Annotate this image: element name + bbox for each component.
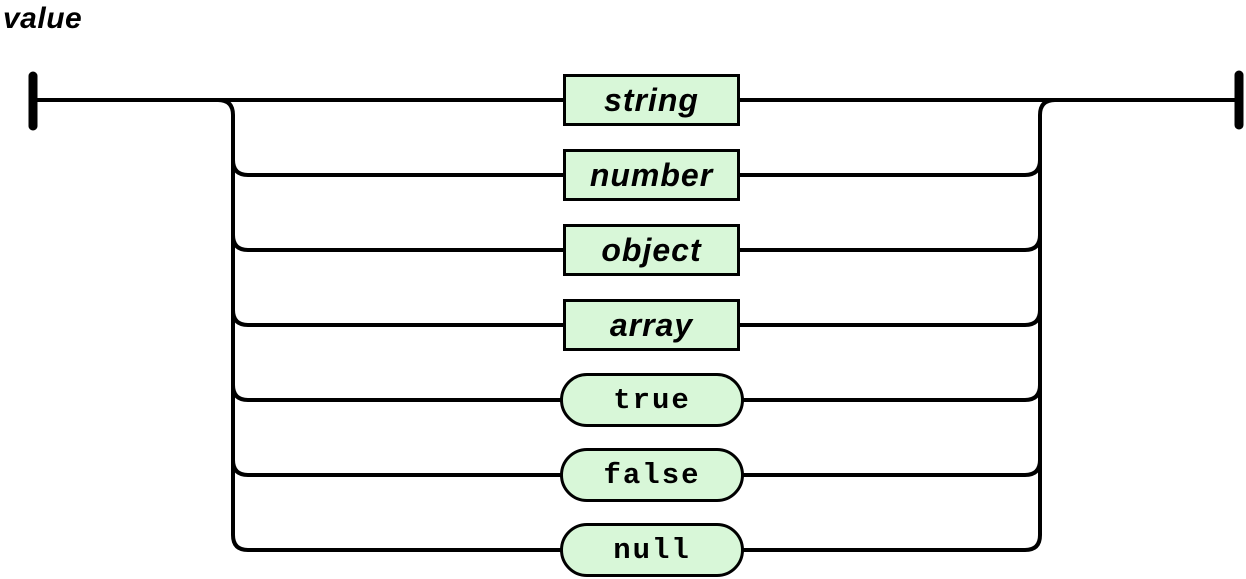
left-row-rail-number: [231, 159, 565, 177]
right-row-rail-object: [738, 234, 1042, 252]
node-true: true: [560, 373, 744, 427]
node-array: array: [563, 299, 740, 351]
node-object: object: [563, 224, 740, 276]
right-row-rail-number: [738, 159, 1042, 177]
left-row-rail-false: [231, 459, 565, 477]
left-row-rail-true: [231, 384, 565, 402]
right-row-rail-array: [738, 309, 1042, 327]
left-branch-rail: [217, 98, 565, 552]
left-row-rail-object: [231, 234, 565, 252]
left-row-rail-array: [231, 309, 565, 327]
node-false: false: [560, 448, 744, 502]
node-string: string: [563, 74, 740, 126]
right-row-rail-true: [738, 384, 1042, 402]
right-branch-rail: [738, 98, 1056, 552]
diagram-title: value: [3, 2, 83, 35]
right-row-rail-false: [738, 459, 1042, 477]
node-number: number: [563, 149, 740, 201]
node-null: null: [560, 523, 744, 577]
